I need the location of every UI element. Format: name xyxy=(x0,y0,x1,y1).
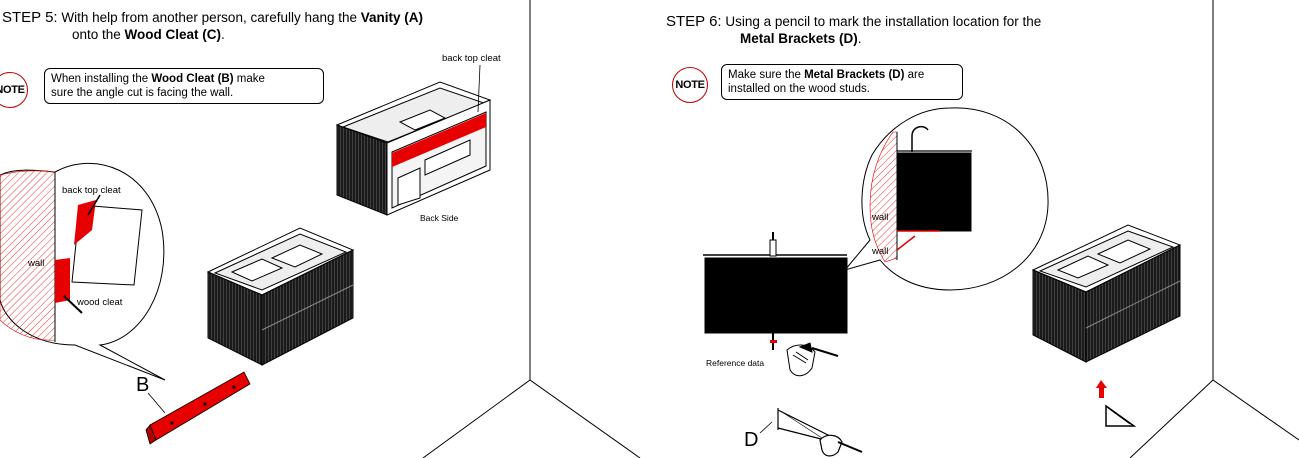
step5-title: STEP 5: With help from another person, c… xyxy=(2,9,423,43)
step5-note-bold: Wood Cleat (B) xyxy=(151,73,234,85)
step5-wood-cleat-ref: Wood Cleat (C) xyxy=(124,27,222,42)
step5-note-line2: sure the angle cut is facing the wall. xyxy=(51,87,234,99)
label-wall-upper: wall xyxy=(872,212,889,223)
step5-note-badge-label: NOTE xyxy=(0,84,25,96)
vanity-right-view xyxy=(1031,224,1182,363)
label-back-side: Back Side xyxy=(420,213,459,223)
step5-note-mid: make xyxy=(233,73,265,85)
small-bracket xyxy=(1105,404,1137,427)
label-wall: wall xyxy=(28,258,45,269)
step6-note-pre: Make sure the xyxy=(728,69,805,81)
label-wall-lower: wall xyxy=(872,246,889,257)
step5-line1-text: With help from another person, carefully… xyxy=(61,10,361,25)
vanity-front-view xyxy=(206,227,355,366)
room-corner-lines xyxy=(422,0,1299,458)
step6-number: STEP 6: xyxy=(666,13,722,30)
step6-note-bold: Metal Brackets (D) xyxy=(804,69,905,81)
step6-note-badge: NOTE xyxy=(672,67,708,103)
step5-note-pre: When installing the xyxy=(51,73,152,85)
step6-note-post: are xyxy=(904,69,925,81)
label-back-top-cleat: back top cleat xyxy=(442,53,501,64)
step6-note-line2: installed on the wood studs. xyxy=(728,83,870,95)
step5-number: STEP 5: xyxy=(2,9,58,26)
step6-line2-post: . xyxy=(857,31,862,46)
pencil-hand-upper xyxy=(786,342,839,377)
label-reference-data: Reference data xyxy=(706,358,765,368)
step5-note-box: When installing the Wood Cleat (B) make … xyxy=(44,68,324,104)
cleat-detail-bubble xyxy=(0,162,166,381)
step6-bracket-ref: Metal Brackets (D) xyxy=(740,31,858,46)
step5-line2-post: . xyxy=(221,27,225,42)
label-back-top-cleat-detail: back top cleat xyxy=(62,185,121,196)
label-wood-cleat: wood cleat xyxy=(77,297,123,308)
step6-title: STEP 6: Using a pencil to mark the insta… xyxy=(666,13,1041,47)
step5-line2-text: onto the xyxy=(72,27,125,42)
step5-note-badge: NOTE xyxy=(0,72,28,108)
install-arrow xyxy=(1096,380,1107,398)
step6-line1-text: Using a pencil to mark the installation … xyxy=(725,14,1042,29)
vanity-wall-front xyxy=(703,232,848,350)
label-part-d: D xyxy=(744,429,759,451)
wood-cleat-b xyxy=(145,371,251,445)
step5-vanity-ref: Vanity (A) xyxy=(360,10,424,25)
metal-bracket-d xyxy=(759,408,863,457)
bracket-detail-bubble xyxy=(843,107,1049,291)
step6-note-badge-label: NOTE xyxy=(675,79,705,91)
label-part-b: B xyxy=(136,374,150,396)
step6-note-box: Make sure the Metal Brackets (D) are ins… xyxy=(721,64,963,100)
vanity-back-view xyxy=(335,64,492,216)
